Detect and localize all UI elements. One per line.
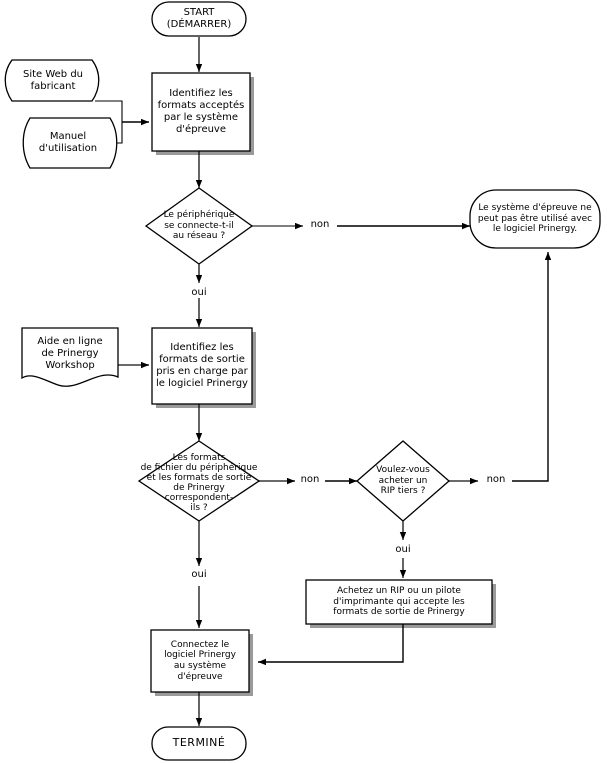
- edge-label-reseau-oui: oui: [191, 287, 207, 298]
- edge-label-rip-oui: oui: [395, 544, 411, 555]
- edge-label-rip-non: non: [486, 474, 506, 485]
- edge-label-formats-non: non: [300, 474, 320, 485]
- edge-label-reseau-non: non: [310, 219, 330, 230]
- edge-label-formats-oui: oui: [191, 569, 207, 580]
